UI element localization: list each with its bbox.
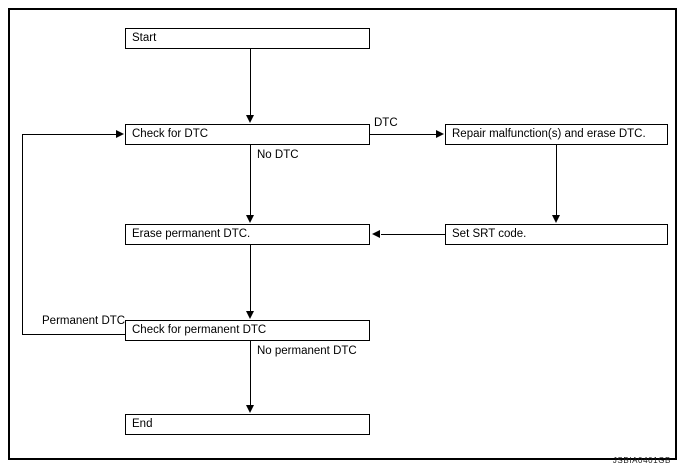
connector-repair-to-set-srt	[556, 145, 557, 216]
connector-set-srt-to-erase-permanent	[381, 234, 445, 235]
edge-label-no-permanent-dtc: No permanent DTC	[257, 345, 357, 357]
node-start-label: Start	[132, 31, 157, 44]
node-erase-permanent-dtc: Erase permanent DTC.	[125, 224, 370, 245]
connector-start-to-check-dtc	[250, 49, 251, 116]
node-repair-malfunctions: Repair malfunction(s) and erase DTC.	[445, 124, 668, 145]
arrowhead-into-check-dtc	[246, 115, 254, 123]
connector-check-dtc-to-erase-permanent	[250, 145, 251, 216]
arrowhead-into-end	[246, 405, 254, 413]
node-check-for-dtc: Check for DTC	[125, 124, 370, 145]
arrowhead-into-check-permanent	[246, 311, 254, 319]
edge-label-permanent-dtc: Permanent DTC	[42, 315, 126, 327]
node-repair-malfunctions-label: Repair malfunction(s) and erase DTC.	[452, 127, 646, 140]
node-end: End	[125, 414, 370, 435]
node-start: Start	[125, 28, 370, 49]
figure-id-code: JSBIA0401GB	[612, 456, 671, 465]
node-set-srt-code: Set SRT code.	[445, 224, 668, 245]
connector-check-permanent-to-end	[250, 341, 251, 406]
figure-border	[8, 8, 677, 460]
connector-permanent-dtc-loop-left	[22, 134, 23, 335]
connector-permanent-dtc-loop-bottom	[22, 334, 126, 335]
arrowhead-into-check-dtc-left	[116, 130, 124, 138]
connector-permanent-dtc-loop-top	[22, 134, 117, 135]
arrowhead-into-erase-permanent-top	[246, 215, 254, 223]
node-check-for-dtc-label: Check for DTC	[132, 127, 209, 140]
node-check-for-permanent-dtc: Check for permanent DTC	[125, 320, 370, 341]
arrowhead-into-set-srt	[552, 215, 560, 223]
node-set-srt-code-label: Set SRT code.	[452, 227, 527, 240]
node-erase-permanent-dtc-label: Erase permanent DTC.	[132, 227, 251, 240]
connector-check-dtc-to-repair	[370, 134, 437, 135]
edge-label-no-dtc: No DTC	[257, 149, 299, 161]
arrowhead-into-repair	[436, 130, 444, 138]
connector-erase-permanent-to-check-permanent	[250, 245, 251, 312]
arrowhead-into-erase-permanent-right	[372, 230, 380, 238]
node-end-label: End	[132, 417, 153, 430]
edge-label-dtc: DTC	[374, 117, 398, 129]
node-check-for-permanent-dtc-label: Check for permanent DTC	[132, 323, 267, 336]
